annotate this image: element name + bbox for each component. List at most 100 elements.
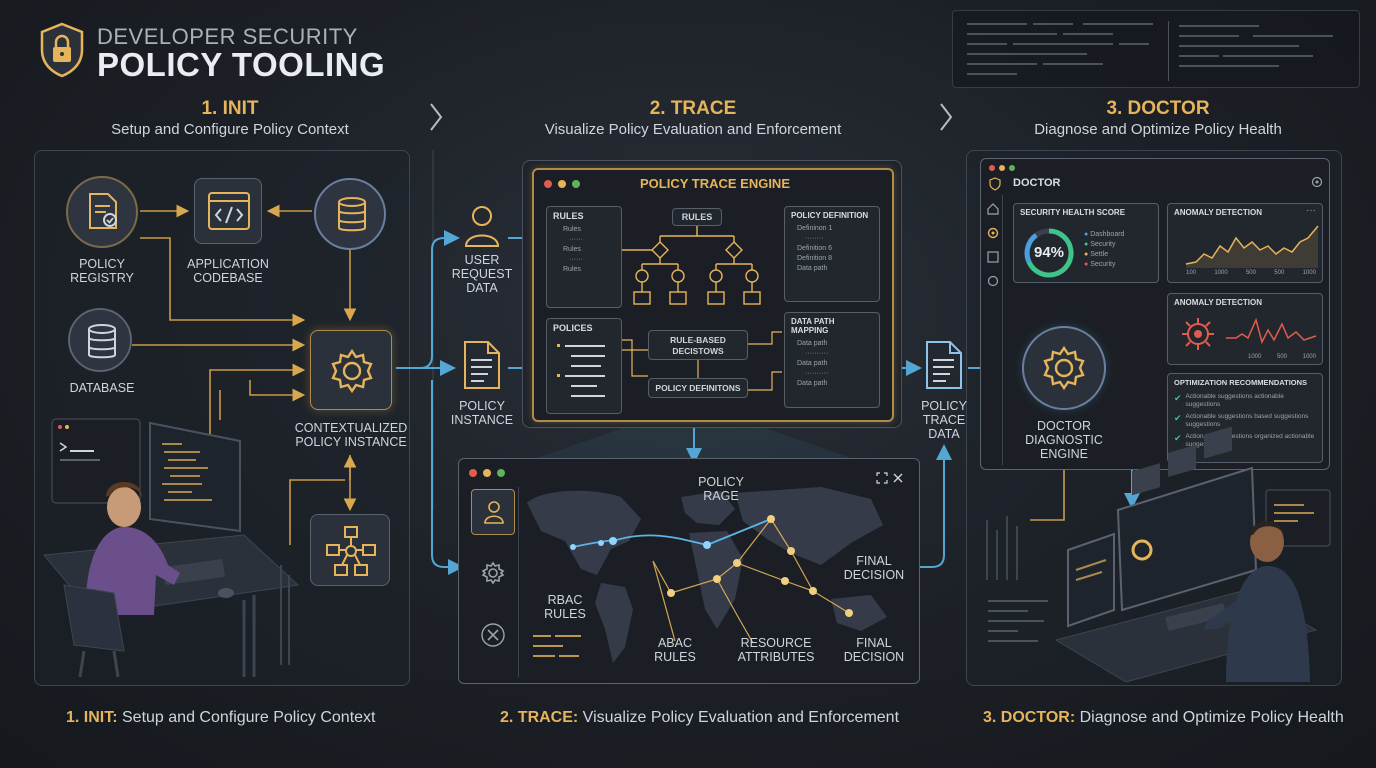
- application-codebase-label: APPLICATION CODEBASE: [187, 257, 269, 285]
- settings-icon[interactable]: [1311, 176, 1323, 188]
- data-path-item: Data path: [797, 340, 828, 347]
- step-2-title: 2. TRACE: [649, 98, 737, 119]
- policy-registry-node[interactable]: [66, 176, 138, 248]
- terminal-lines: [967, 21, 1333, 81]
- anomaly-header-1: ANOMALY DETECTION: [1174, 208, 1263, 217]
- step-1-title: 1. INIT: [201, 98, 259, 119]
- policy-definitons-node[interactable]: POLICY DEFINITONS: [648, 378, 748, 398]
- menu-dots[interactable]: ···: [1306, 205, 1316, 216]
- expand-icon[interactable]: [876, 472, 888, 484]
- definition-item: Defininon 1: [797, 225, 833, 232]
- doctor-engine-node[interactable]: [1022, 326, 1106, 410]
- policy-trace-data-label: POLICY TRACE DATA: [921, 399, 967, 441]
- sidebar-user[interactable]: [471, 489, 515, 535]
- data-path-mapping-box[interactable]: DATA PATH MAPPING Data path ·········· D…: [784, 312, 880, 408]
- page-title: POLICY TOOLING: [97, 46, 386, 83]
- step-3-subtitle: Diagnose and Optimize Policy Health: [1034, 121, 1282, 138]
- security-health-card[interactable]: SECURITY HEALTH SCORE 94% ● Dashboard ● …: [1013, 203, 1159, 283]
- close-dot[interactable]: [989, 165, 995, 171]
- map-sidebar: [467, 487, 519, 677]
- recommendation-item[interactable]: ✔ Actionable suggestions organized actio…: [1174, 433, 1315, 448]
- maximize-dot[interactable]: [572, 180, 580, 188]
- application-codebase-node[interactable]: [194, 178, 262, 244]
- policies-list-lines: [557, 344, 605, 397]
- definition-item: Data path: [797, 265, 828, 272]
- resource-attributes-label: RESOURCE ATTRIBUTES: [737, 636, 815, 664]
- lock-shield-icon: [40, 22, 84, 78]
- home-icon[interactable]: [987, 203, 999, 215]
- final-decision-right-label: FINAL DECISION: [843, 554, 905, 582]
- rules-list-box[interactable]: RULES Rules ······ Rules ······ Rules: [546, 206, 622, 308]
- close-dot[interactable]: [469, 469, 477, 477]
- rules-list-line: ······: [569, 256, 583, 263]
- chevron-right-icon: [940, 103, 953, 131]
- database-label: DATABASE: [69, 381, 135, 395]
- policy-map-window: POLICY RAGE RBAC RULES ABAC RULES RESOUR…: [458, 458, 920, 684]
- database-node-top[interactable]: [314, 178, 386, 250]
- tools-icon[interactable]: [481, 623, 505, 647]
- gear-icon[interactable]: [481, 561, 505, 585]
- maximize-dot[interactable]: [497, 469, 505, 477]
- recommendation-item[interactable]: ✔ Actionable suggestions based suggestio…: [1174, 413, 1309, 428]
- trace-engine-title: POLICY TRACE ENGINE: [639, 176, 790, 191]
- final-decision-map-label: FINAL DECISION: [843, 636, 905, 664]
- cog-icon[interactable]: [987, 275, 999, 287]
- database-node[interactable]: [68, 308, 132, 372]
- health-legend: ● Dashboard ● Security ● Settle ● Securi…: [1084, 230, 1124, 270]
- definition-line: ········: [805, 235, 824, 242]
- data-path-header: DATA PATH MAPPING: [791, 317, 835, 335]
- user-request-label: USER REQUEST DATA: [451, 253, 513, 295]
- world-map: [527, 487, 887, 663]
- virus-icon: [1182, 318, 1214, 350]
- database-icon: [338, 197, 366, 232]
- grid-icon[interactable]: [987, 251, 999, 263]
- user-icon: [484, 501, 504, 524]
- policy-definition-box[interactable]: POLICY DEFINITION Defininon 1 ········ D…: [784, 206, 880, 302]
- legend-security: ● Security: [1084, 241, 1116, 248]
- data-path-line: ··········: [805, 370, 829, 377]
- recommendation-item[interactable]: ✔ Actionable suggestions actionable sugg…: [1174, 393, 1284, 408]
- map-title: POLICY RAGE: [698, 475, 744, 503]
- header-shield: [38, 22, 86, 78]
- minimize-dot[interactable]: [558, 180, 566, 188]
- minimize-dot[interactable]: [483, 469, 491, 477]
- doctor-sidebar: [983, 195, 1003, 465]
- header-kicker: DEVELOPER SECURITY: [97, 24, 358, 49]
- policy-network-node[interactable]: [310, 514, 390, 586]
- policies-list-box[interactable]: POLICES: [546, 318, 622, 414]
- anomaly-line-chart: [1185, 225, 1319, 268]
- gear-icon[interactable]: [987, 227, 999, 239]
- terminal-panel: [952, 10, 1360, 88]
- step-2-subtitle: Visualize Policy Evaluation and Enforcem…: [544, 121, 842, 138]
- step-1-subtitle: Setup and Configure Policy Context: [111, 121, 349, 138]
- health-score-value: 94%: [1033, 244, 1065, 261]
- policy-registry-label: POLICY REGISTRY: [70, 257, 134, 285]
- minimize-dot[interactable]: [999, 165, 1005, 171]
- maximize-dot[interactable]: [1009, 165, 1015, 171]
- rules-node[interactable]: RULES: [672, 208, 722, 226]
- analyst-illustration: [986, 426, 1331, 683]
- shield-icon: [989, 177, 1001, 191]
- check-icon: ✔: [1174, 393, 1182, 403]
- policy-definition-header: POLICY DEFINITION: [791, 211, 869, 220]
- close-icon[interactable]: [893, 473, 903, 483]
- doctor-window-title: DOCTOR: [1013, 177, 1061, 189]
- contextualized-policy-node[interactable]: [310, 330, 392, 410]
- doctor-engine-label: DOCTOR DIAGNOSTIC ENGINE: [1025, 419, 1103, 461]
- footer-trace: 2. TRACE: Visualize Policy Evaluation an…: [500, 709, 900, 726]
- document-check-icon: [89, 193, 117, 229]
- definition-item: Definition 6: [797, 245, 833, 252]
- check-icon: ✔: [1174, 433, 1182, 443]
- rules-list-item: Rules: [563, 226, 581, 233]
- rules-list-line: ······: [569, 236, 583, 243]
- security-health-header: SECURITY HEALTH SCORE: [1020, 208, 1126, 217]
- legend-security-2: ● Security: [1084, 261, 1116, 268]
- database-icon: [88, 324, 116, 359]
- rule-based-decisions-node[interactable]: RULE-BASED DECISTOWS: [648, 330, 748, 360]
- anomaly-header-2: ANOMALY DETECTION: [1174, 298, 1263, 307]
- close-dot[interactable]: [544, 180, 552, 188]
- policies-list-header: POLICES: [553, 323, 593, 333]
